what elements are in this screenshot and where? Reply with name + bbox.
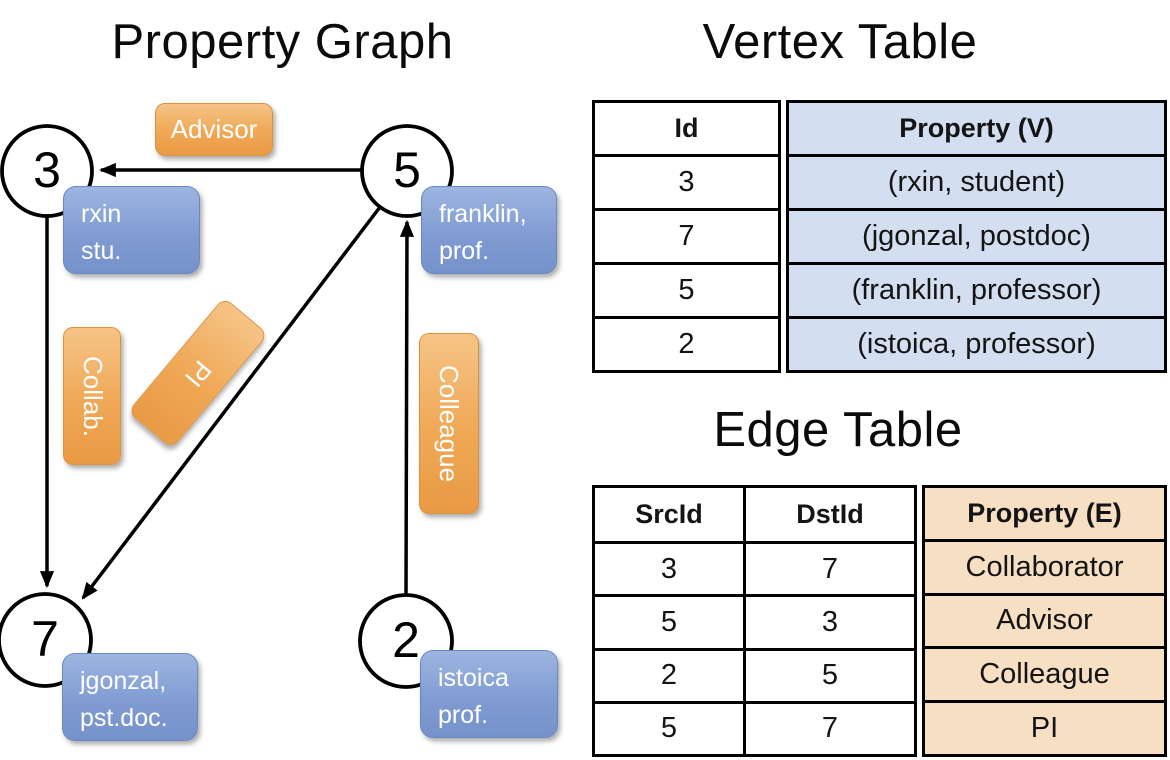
edge-label-pi-text: PI xyxy=(178,354,218,393)
vertex-attr-line: franklin, xyxy=(439,200,527,228)
edge-label-collab-text: Collab. xyxy=(77,355,108,437)
edge-label-colleague-text: Colleague xyxy=(434,364,465,483)
vertex-attr-line: prof. xyxy=(438,701,489,729)
vertex-table: Id 3 7 5 2 Property (V) (rxin, student) … xyxy=(592,100,1167,373)
edge-label-colleague: Colleague xyxy=(419,333,479,514)
edge-label-advisor-text: Advisor xyxy=(170,114,258,144)
vertex-attr-line: jgonzal, xyxy=(80,667,167,695)
vertex-table-property-cell: (jgonzal, postdoc) xyxy=(789,208,1164,262)
vertex-table-property-cell: (istoica, professor) xyxy=(789,316,1164,370)
vertex-attr-line: rxin xyxy=(81,200,122,228)
vertex-table-id-cell: 7 xyxy=(595,208,778,262)
vertex-table-id-cell: 5 xyxy=(595,262,778,316)
vertex-table-header-property: Property (V) xyxy=(789,103,1164,154)
edge-table: SrcId DstId 3 7 5 3 2 5 5 7 Property (E)… xyxy=(592,485,1167,757)
vertex-attr-line: istoica xyxy=(438,664,509,692)
edge-table-dst-cell: 5 xyxy=(743,647,914,701)
property-graph-title: Property Graph xyxy=(111,15,454,69)
vertex-id-5: 5 xyxy=(393,141,421,198)
edge-5-to-7-pi xyxy=(81,205,382,600)
edge-table-src-cell: 5 xyxy=(595,700,743,754)
vertex-table-id-cell: 3 xyxy=(595,154,778,208)
vertex-table-header-id: Id xyxy=(674,113,699,143)
edge-table-dst-cell: 7 xyxy=(743,541,914,595)
vertex-attr-box-jgonzal: jgonzal, pst.doc. xyxy=(62,653,198,741)
edge-label-advisor: Advisor xyxy=(155,103,273,156)
edge-table-property-cell: PI xyxy=(925,700,1164,754)
edge-table-title: Edge Table xyxy=(713,403,963,457)
vertex-id-3: 3 xyxy=(33,141,61,198)
vertex-attr-line: prof. xyxy=(439,237,490,265)
vertex-table-property-column: Property (V) (rxin, student) (jgonzal, p… xyxy=(786,100,1167,373)
edge-table-header-srcid: SrcId xyxy=(635,499,703,530)
vertex-table-property-cell: (rxin, student) xyxy=(789,154,1164,208)
vertex-id-7: 7 xyxy=(31,610,59,667)
vertex-table-property-cell: (franklin, professor) xyxy=(789,262,1164,316)
vertex-table-id-cell: 2 xyxy=(595,316,778,370)
edge-table-dst-cell: 3 xyxy=(743,594,914,648)
edge-table-property-column: Property (E) Collaborator Advisor Collea… xyxy=(922,485,1167,757)
edge-table-src-cell: 5 xyxy=(595,594,743,647)
edge-table-property-cell: Colleague xyxy=(925,646,1164,701)
vertex-table-title: Vertex Table xyxy=(702,15,978,69)
edge-table-property-cell: Collaborator xyxy=(925,538,1164,593)
edge-table-src-cell: 2 xyxy=(595,647,743,701)
vertex-attr-box-franklin: franklin, prof. xyxy=(421,186,557,274)
vertex-attr-line: stu. xyxy=(81,237,122,265)
edge-table-src-cell: 3 xyxy=(595,541,743,594)
edge-label-collab: Collab. xyxy=(63,327,121,465)
vertex-id-2: 2 xyxy=(392,611,420,668)
vertex-attr-box-rxin: rxin stu. xyxy=(63,186,200,274)
edge-table-property-cell: Advisor xyxy=(925,592,1164,647)
vertex-table-id-column: Id 3 7 5 2 xyxy=(592,100,781,373)
edge-table-id-columns: SrcId DstId 3 7 5 3 2 5 5 7 xyxy=(592,485,917,757)
edge-table-header-dstid: DstId xyxy=(743,488,914,542)
edge-2-to-5-colleague xyxy=(399,219,415,597)
vertex-attr-box-istoica: istoica prof. xyxy=(420,650,558,738)
edge-table-header-property: Property (E) xyxy=(925,488,1164,539)
vertex-attr-line: pst.doc. xyxy=(80,704,168,732)
edge-table-dst-cell: 7 xyxy=(743,700,914,754)
property-graph-drawing xyxy=(0,124,454,689)
